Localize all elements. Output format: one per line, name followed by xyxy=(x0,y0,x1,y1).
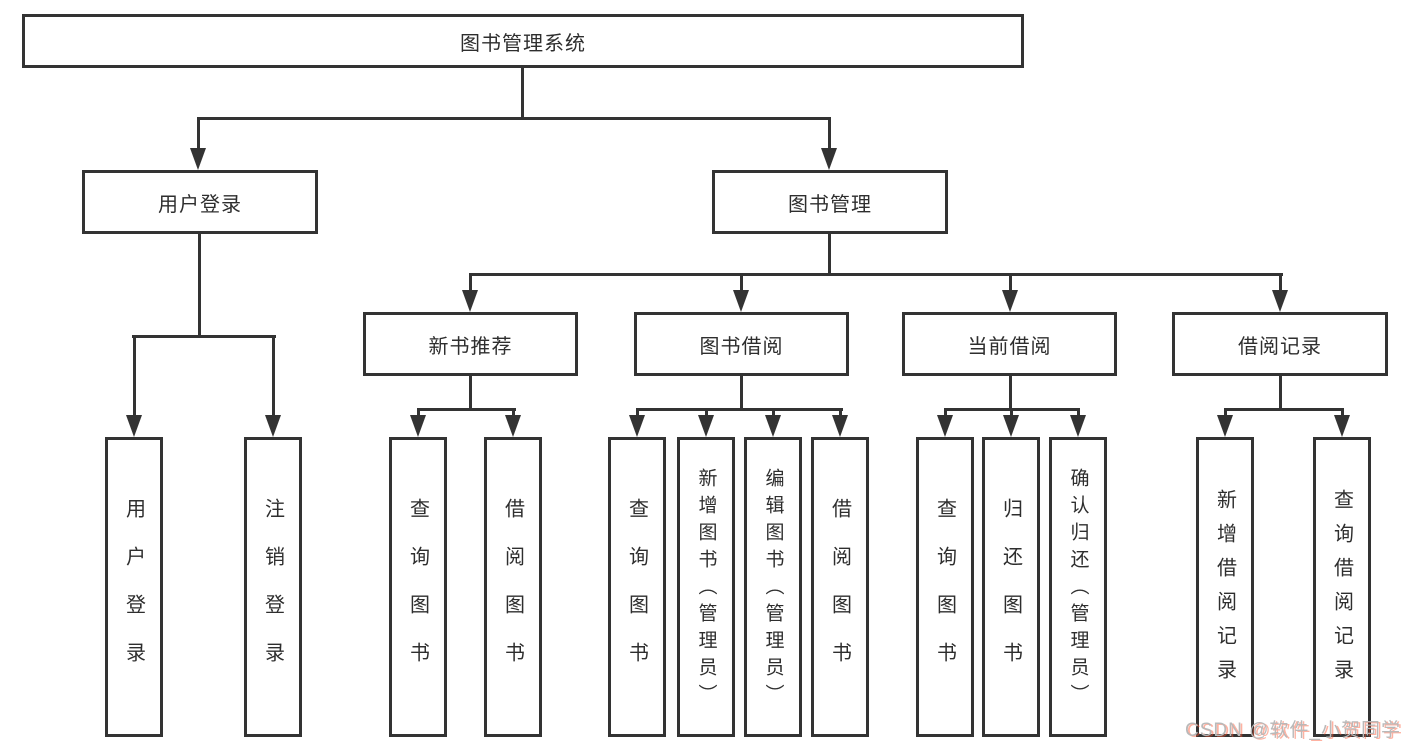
arrow-down-icon xyxy=(698,415,714,437)
connector-userlogin-stub xyxy=(198,234,201,338)
connector-drop xyxy=(512,408,515,420)
connector-drop xyxy=(828,117,831,155)
node-borrowing-records: 借阅记录 xyxy=(1172,312,1388,376)
arrow-down-icon xyxy=(629,415,645,437)
arrow-down-icon xyxy=(462,290,478,312)
leaf-query-books-recommend: 查询图书 xyxy=(389,437,447,737)
node-label: 图书借阅 xyxy=(699,335,784,358)
leaf-borrow-books-borrowing: 借阅图书 xyxy=(811,437,869,737)
connector-drop xyxy=(944,408,947,420)
connector-root-bar xyxy=(197,117,831,120)
arrow-down-icon xyxy=(190,148,206,170)
node-label: 借阅记录 xyxy=(1238,335,1322,358)
leaf-query-books-current: 查询图书 xyxy=(916,437,974,737)
connector-stub xyxy=(1009,376,1012,411)
connector-drop xyxy=(197,117,200,155)
node-library-management-system: 图书管理系统 xyxy=(22,14,1024,68)
arrow-down-icon xyxy=(765,415,781,437)
leaf-return-books: 归还图书 xyxy=(982,437,1040,737)
arrow-down-icon xyxy=(821,148,837,170)
node-label: 借阅图书 xyxy=(501,498,524,690)
node-label: 确认归还（管理员） xyxy=(1067,467,1089,711)
arrow-down-icon xyxy=(937,415,953,437)
connector-drop xyxy=(1077,408,1080,420)
connector-drop xyxy=(469,273,472,295)
node-label: 归还图书 xyxy=(999,498,1022,690)
node-label: 图书管理系统 xyxy=(460,32,586,55)
connector-stub xyxy=(1279,376,1282,411)
node-user-login: 用户登录 xyxy=(82,170,318,234)
connector-bookmgmt-bar xyxy=(469,273,1283,276)
connector-drop xyxy=(1224,408,1227,420)
connector-userlogin-bar xyxy=(132,335,276,338)
arrow-down-icon xyxy=(733,290,749,312)
node-current-borrowing: 当前借阅 xyxy=(902,312,1117,376)
node-new-book-recommendation: 新书推荐 xyxy=(363,312,578,376)
node-label: 新增借阅记录 xyxy=(1213,488,1236,693)
connector-drop xyxy=(772,408,775,420)
node-book-management: 图书管理 xyxy=(712,170,948,234)
arrow-down-icon xyxy=(265,415,281,437)
connector-stub xyxy=(740,376,743,411)
connector-bookmgmt-stub xyxy=(828,234,831,276)
arrow-down-icon xyxy=(1334,415,1350,437)
arrow-down-icon xyxy=(1002,290,1018,312)
node-label: 查询图书 xyxy=(933,498,956,690)
connector-drop xyxy=(1009,273,1012,295)
node-label: 借阅图书 xyxy=(828,498,851,690)
leaf-borrow-books-recommend: 借阅图书 xyxy=(484,437,542,737)
leaf-query-borrow-record: 查询借阅记录 xyxy=(1313,437,1371,737)
arrow-down-icon xyxy=(1003,415,1019,437)
arrow-down-icon xyxy=(832,415,848,437)
node-label: 编辑图书（管理员） xyxy=(762,467,784,711)
connector-drop xyxy=(1010,408,1013,420)
connector-drop xyxy=(1279,273,1282,295)
node-label: 查询借阅记录 xyxy=(1330,488,1353,693)
leaf-add-borrow-record: 新增借阅记录 xyxy=(1196,437,1254,737)
connector-bar xyxy=(1224,408,1344,411)
connector-drop xyxy=(740,273,743,295)
arrow-down-icon xyxy=(1217,415,1233,437)
node-label: 用户登录 xyxy=(122,498,145,690)
leaf-logout: 注销登录 xyxy=(244,437,302,737)
node-label: 当前借阅 xyxy=(967,335,1052,358)
leaf-add-books-admin: 新增图书（管理员） xyxy=(677,437,735,737)
arrow-down-icon xyxy=(410,415,426,437)
node-label: 图书管理 xyxy=(788,193,872,216)
arrow-down-icon xyxy=(1272,290,1288,312)
arrow-down-icon xyxy=(505,415,521,437)
node-label: 新增图书（管理员） xyxy=(695,467,717,711)
leaf-edit-books-admin: 编辑图书（管理员） xyxy=(744,437,802,737)
watermark: CSDN @软件_小贺同学 xyxy=(1185,720,1401,741)
connector-drop xyxy=(133,335,136,419)
node-book-borrowing: 图书借阅 xyxy=(634,312,849,376)
leaf-confirm-return-admin: 确认归还（管理员） xyxy=(1049,437,1107,737)
connector-drop xyxy=(272,335,275,419)
node-label: 查询图书 xyxy=(406,498,429,690)
node-label: 注销登录 xyxy=(261,498,284,690)
leaf-query-books-borrowing: 查询图书 xyxy=(608,437,666,737)
node-label: 用户登录 xyxy=(158,193,242,216)
leaf-user-login: 用户登录 xyxy=(105,437,163,737)
connector-drop xyxy=(839,408,842,420)
node-label: 新书推荐 xyxy=(428,335,513,358)
connector-drop xyxy=(636,408,639,420)
connector-bar xyxy=(417,408,516,411)
node-label: 查询图书 xyxy=(625,498,648,690)
connector-bar xyxy=(636,408,843,411)
connector-drop xyxy=(705,408,708,420)
arrow-down-icon xyxy=(1070,415,1086,437)
connector-drop xyxy=(1341,408,1344,420)
connector-drop xyxy=(417,408,420,420)
connector-stub xyxy=(469,376,472,411)
connector-root-stub xyxy=(521,68,524,120)
arrow-down-icon xyxy=(126,415,142,437)
